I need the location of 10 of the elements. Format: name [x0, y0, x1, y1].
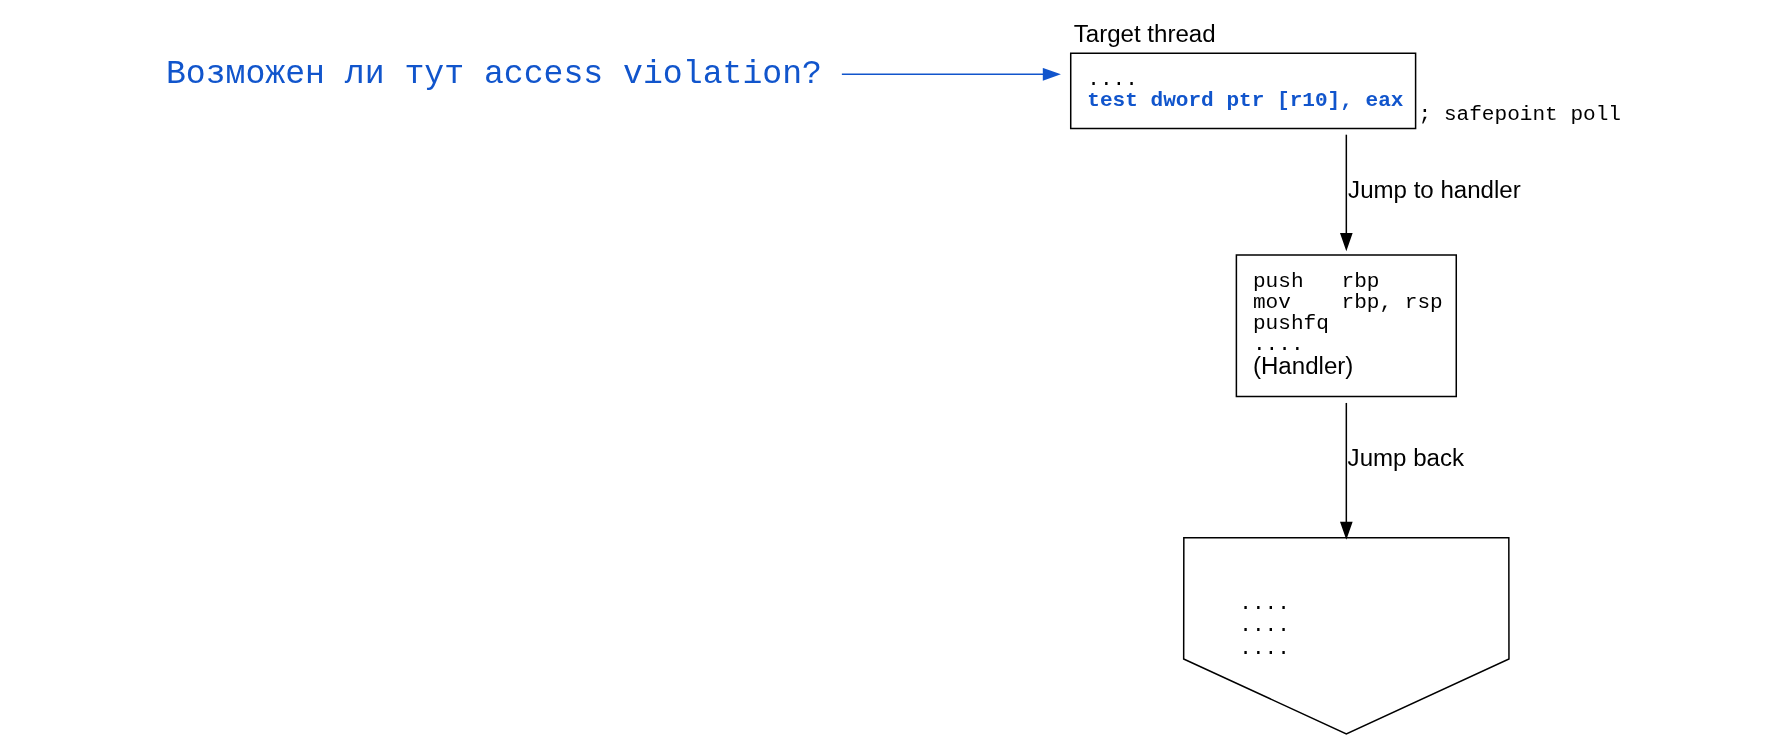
node-label: Target thread: [1073, 20, 1216, 48]
arrow: [1339, 133, 1353, 252]
node-text: Возможен ли тут access violation?: [165, 54, 822, 93]
node-label: ; safepoint poll: [1418, 101, 1621, 126]
arrow: [840, 67, 1061, 81]
edge-label: Jump to handler: [1347, 175, 1521, 203]
arrow: [1339, 402, 1353, 540]
node-box: push rbp mov rbp, rsp pushfq .... (Handler): [1235, 254, 1457, 398]
node-box: .... test dword ptr [r10], eax: [1069, 52, 1416, 130]
edge-label: Jump back: [1347, 443, 1464, 471]
